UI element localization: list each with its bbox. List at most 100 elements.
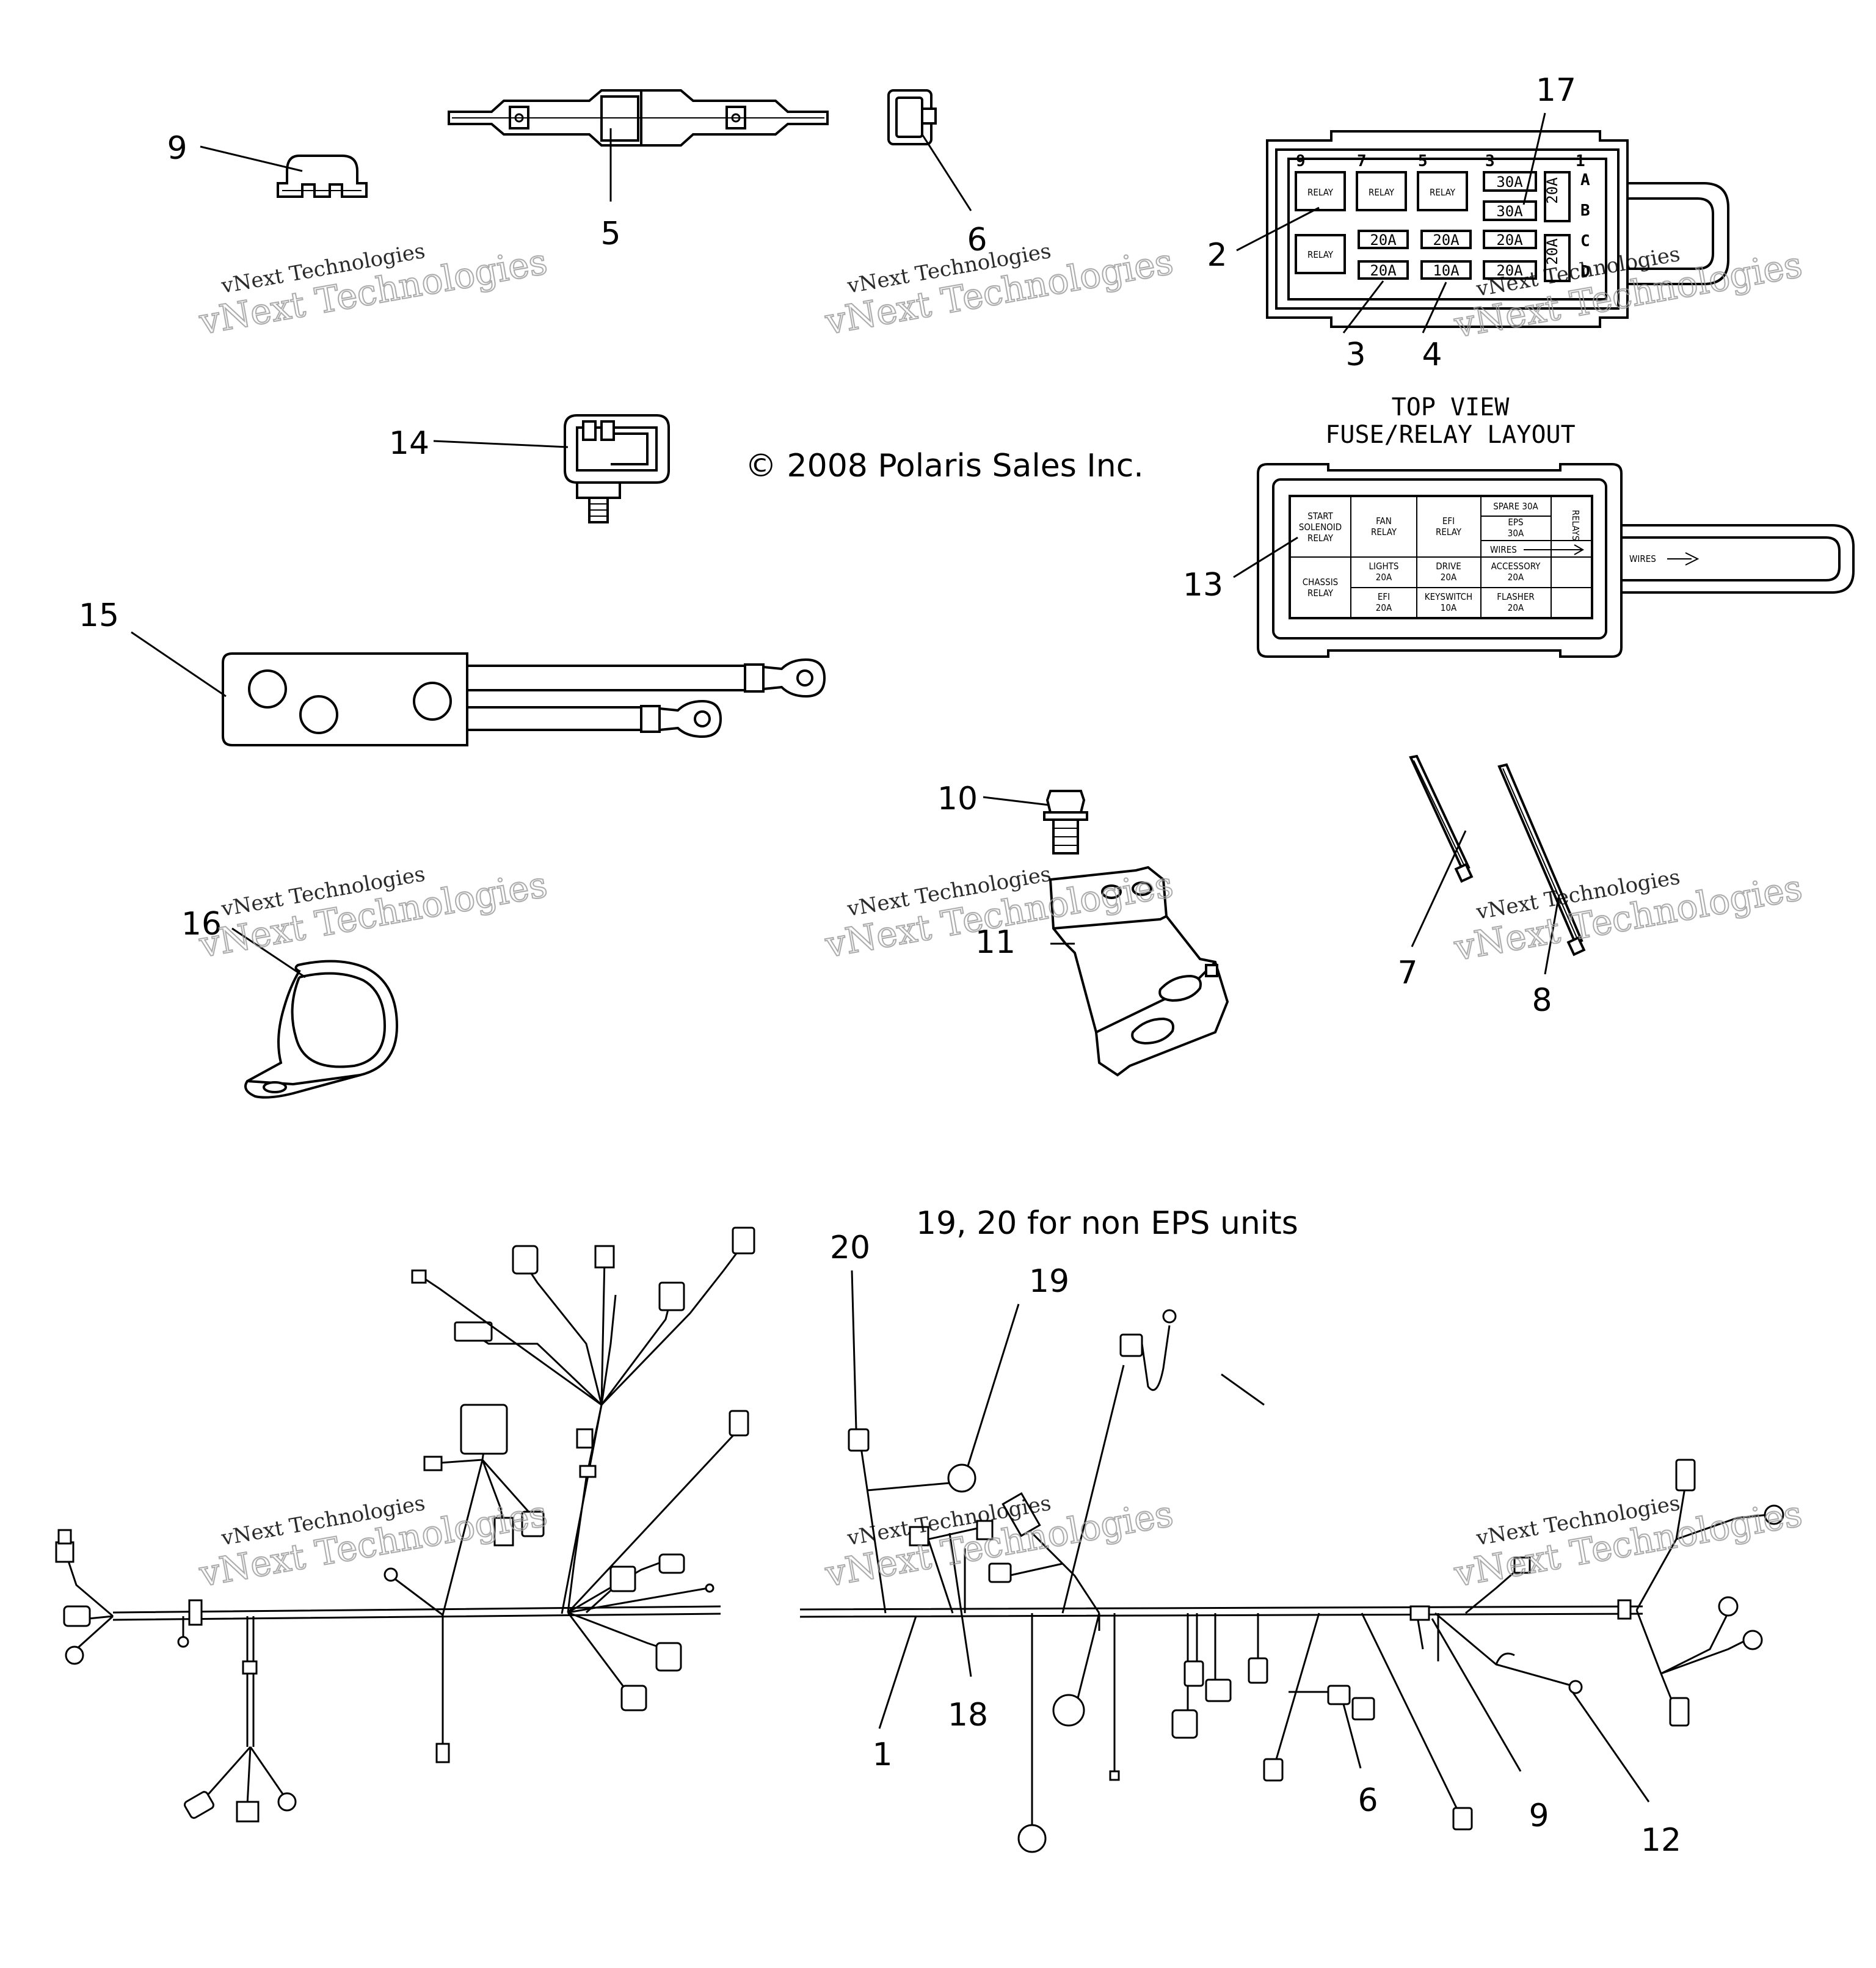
row-letter: A — [1580, 171, 1590, 189]
callout-2: 2 — [1207, 237, 1227, 274]
layout-accessory: 20A — [1508, 572, 1524, 583]
part-2-fuse-box-top: 9 7 5 3 1 RELAY RELAY RELAY RELAY 30A 30… — [1266, 130, 1729, 328]
layout-chassis-relay: CHASSIS — [1303, 577, 1339, 588]
layout-lights: LIGHTS — [1369, 561, 1399, 572]
leader-8 — [1544, 897, 1560, 975]
callout-20: 20 — [830, 1230, 870, 1266]
layout-eps: 30A — [1508, 528, 1524, 539]
layout-start-solenoid: START — [1307, 511, 1333, 522]
row-letter: D — [1580, 263, 1590, 281]
relay-label: RELAY — [1307, 249, 1334, 260]
leader-4 — [1422, 282, 1447, 333]
callout-15: 15 — [79, 597, 119, 634]
part-14-sensor-connector — [564, 414, 670, 523]
part-6-connector — [887, 89, 937, 145]
leader-13 — [1233, 536, 1298, 578]
relay-label: RELAY — [1430, 187, 1456, 198]
left-wiring-harness — [55, 1226, 755, 1823]
fuse-rating: 20A — [1370, 262, 1397, 279]
layout-fan-relay: RELAY — [1371, 527, 1397, 538]
fuse-rating: 20A — [1496, 231, 1523, 249]
relay-label: RELAY — [1307, 187, 1334, 198]
callout-12: 12 — [1641, 1822, 1681, 1859]
callout-8: 8 — [1532, 982, 1552, 1019]
callout-1: 1 — [872, 1737, 892, 1773]
slot-number: 1 — [1576, 152, 1585, 170]
right-wiring-harness — [799, 1309, 1784, 1853]
callout-19: 19 — [1029, 1263, 1069, 1300]
callout-9-bottom: 9 — [1529, 1798, 1549, 1834]
leader-3 — [1342, 280, 1384, 333]
slot-number: 5 — [1418, 152, 1428, 170]
leader-12 — [1571, 1691, 1650, 1802]
leader-1 — [878, 1616, 917, 1729]
layout-chassis-relay: RELAY — [1307, 588, 1334, 599]
slot-number: 9 — [1296, 152, 1306, 170]
layout-keyswitch: 10A — [1441, 602, 1457, 613]
layout-spare: SPARE 30A — [1493, 501, 1538, 512]
layout-fan-relay: FAN — [1376, 516, 1392, 527]
layout-eps: EPS — [1508, 517, 1523, 528]
part-15-ground-cable — [222, 652, 826, 746]
layout-lights: 20A — [1376, 572, 1392, 583]
fuse-rating: 20A — [1433, 231, 1460, 249]
relay-label: RELAY — [1369, 187, 1395, 198]
wires-tab-label: WIRES — [1629, 553, 1656, 564]
fuse-rating: 20A — [1496, 262, 1523, 279]
layout-flasher: 20A — [1508, 602, 1524, 613]
fuse-rating: 20A — [1544, 238, 1561, 265]
fuse-relay-layout-title: FUSE/RELAY LAYOUT — [1325, 421, 1575, 449]
callout-3: 3 — [1345, 337, 1365, 373]
leader-6-bottom — [1342, 1704, 1362, 1769]
fuse-rating: 10A — [1433, 262, 1460, 279]
callout-18: 18 — [948, 1697, 988, 1733]
copyright-notice: © 2008 Polaris Sales Inc. — [745, 448, 1144, 484]
fuse-rating: 30A — [1496, 203, 1523, 220]
callout-6: 6 — [967, 222, 987, 258]
leader-16 — [231, 927, 306, 979]
layout-drive: DRIVE — [1436, 561, 1461, 572]
slot-number: 7 — [1357, 152, 1367, 170]
layout-start-solenoid: RELAY — [1307, 533, 1334, 544]
layout-start-solenoid: SOLENOID — [1299, 522, 1342, 533]
leader-9-top — [200, 145, 303, 172]
leader-6-top — [921, 134, 972, 211]
layout-efi-relay: EFI — [1442, 516, 1455, 527]
leader-7 — [1411, 830, 1467, 947]
watermark: vNext Technologies vNext Technologies vN… — [195, 239, 1806, 1595]
slot-number: 3 — [1485, 152, 1495, 170]
layout-flasher: FLASHER — [1497, 591, 1534, 602]
callout-17: 17 — [1536, 72, 1576, 109]
row-letter: C — [1580, 232, 1590, 250]
layout-efi-fuse: 20A — [1376, 602, 1392, 613]
layout-accessory: ACCESSORY — [1491, 561, 1541, 572]
fuse-rating: 30A — [1496, 173, 1523, 191]
leader-14 — [433, 440, 569, 448]
part-8-cable-tie — [1497, 763, 1586, 957]
fuse-rating: 20A — [1544, 177, 1561, 204]
part-13-fuse-relay-layout: TOP VIEW FUSE/RELAY LAYOUT WIRES START S… — [1257, 393, 1855, 658]
part-9-circuit-breaker — [277, 155, 368, 198]
callout-7: 7 — [1397, 955, 1417, 991]
top-view-title: TOP VIEW — [1392, 393, 1510, 421]
callout-5: 5 — [600, 216, 620, 252]
row-letter: B — [1580, 202, 1590, 220]
layout-efi-fuse: EFI — [1378, 591, 1390, 602]
leader-2 — [1236, 206, 1320, 252]
fuse-rating: 20A — [1370, 231, 1397, 249]
part-7-cable-tie — [1409, 754, 1474, 883]
callout-11: 11 — [975, 924, 1016, 961]
callout-14: 14 — [389, 425, 429, 462]
layout-keyswitch: KEYSWITCH — [1425, 591, 1472, 602]
callout-9: 9 — [167, 130, 187, 167]
leader-15 — [131, 631, 227, 698]
part-10-flange-bolt — [1043, 790, 1088, 855]
callout-6-bottom: 6 — [1358, 1782, 1378, 1819]
part-11-mounting-bracket — [1049, 866, 1229, 1077]
layout-drive: 20A — [1441, 572, 1457, 583]
layout-wires: WIRES — [1490, 544, 1517, 555]
layout-side-label: RELAYS — [1570, 510, 1581, 541]
callout-16: 16 — [181, 906, 222, 942]
leader-19 — [967, 1303, 1020, 1467]
